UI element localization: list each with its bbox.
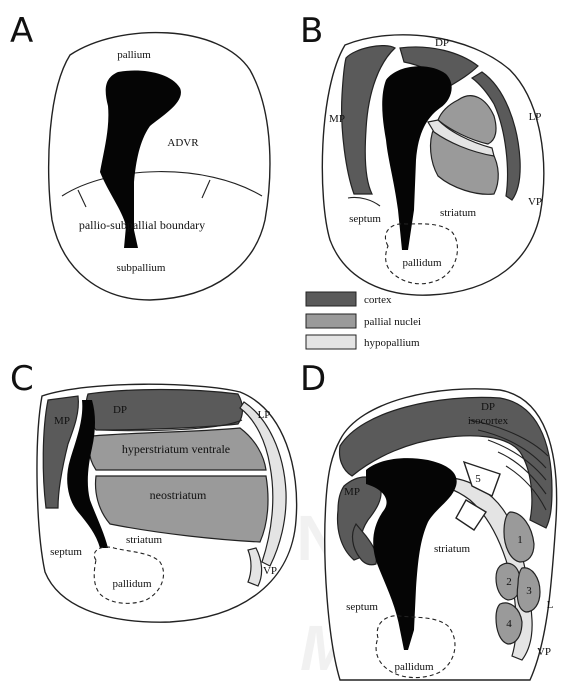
panel-c-letter: C <box>10 359 34 399</box>
panel-d: D DP isocortex MP striatum septum pallid… <box>300 359 557 680</box>
panel-b-pallidum-label: pallidum <box>402 257 442 269</box>
panel-c-dp-label: DP <box>113 404 127 416</box>
panel-c-septum-label: septum <box>50 546 82 558</box>
panel-a: A pallium ADVR pallio-subpallial boundar… <box>10 11 270 300</box>
panel-b: B DP MP LP VP septum striatum pallidum <box>300 11 544 295</box>
panel-a-subpallium-label: subpallium <box>117 262 166 274</box>
panel-c-hyperstriatum-label: hyperstriatum ventrale <box>122 442 230 456</box>
panel-a-pallium-label: pallium <box>117 49 151 61</box>
legend-swatch-cortex <box>306 292 356 306</box>
panel-d-nucleus-1-label: 1 <box>517 534 523 546</box>
legend-label-pallial-nuclei: pallial nuclei <box>364 316 421 328</box>
panel-b-mp-label: MP <box>329 113 345 125</box>
panel-c-mp-label: MP <box>54 415 70 427</box>
panel-c-lp-label: LP <box>258 409 271 421</box>
legend-swatch-hypopallium <box>306 335 356 349</box>
legend: cortex pallial nuclei hypopallium <box>306 292 421 349</box>
panel-b-striatum-label: striatum <box>440 207 476 219</box>
panel-c-vp-label: VP <box>263 565 277 577</box>
panel-c-dorsal-cortex <box>86 390 242 431</box>
panel-d-septum-label: septum <box>346 601 378 613</box>
panel-b-letter: B <box>300 11 323 51</box>
panel-d-isocortex-label: isocortex <box>468 415 509 427</box>
panel-b-dp-label: DP <box>435 37 449 49</box>
panel-d-nucleus-3-label: 3 <box>526 585 532 597</box>
panel-d-dp-label: DP <box>481 401 495 413</box>
legend-label-hypopallium: hypopallium <box>364 337 420 349</box>
panel-a-advr-label: ADVR <box>167 137 199 149</box>
panel-a-boundary-label: pallio-subpallial boundary <box>79 218 205 232</box>
panel-d-striatum-label: striatum <box>434 543 470 555</box>
panel-b-vp-label: VP <box>528 196 542 208</box>
panel-d-nucleus-4-label: 4 <box>506 618 512 630</box>
panel-b-septum-label: septum <box>349 213 381 225</box>
panel-b-lp-label: LP <box>529 111 542 123</box>
panel-d-mp-label: MP <box>344 486 360 498</box>
panel-d-l-label: L <box>547 599 554 611</box>
legend-label-cortex: cortex <box>364 294 392 306</box>
panel-d-vp-label: VP <box>537 646 551 658</box>
panel-a-letter: A <box>10 11 33 51</box>
panel-c-pallidum-label: pallidum <box>112 578 152 590</box>
legend-swatch-pallial-nuclei <box>306 314 356 328</box>
panel-d-nucleus-5-label: 5 <box>475 473 481 485</box>
panel-c: C DP MP LP VP hyperstriatum ventrale neo… <box>10 359 297 622</box>
panel-d-letter: D <box>300 359 326 399</box>
panel-d-pallidum-label: pallidum <box>394 661 434 673</box>
panel-d-nucleus-2-label: 2 <box>506 576 512 588</box>
panel-c-neostriatum-label: neostriatum <box>150 488 207 502</box>
panel-c-striatum-label: striatum <box>126 534 162 546</box>
panel-a-outline <box>49 33 270 300</box>
